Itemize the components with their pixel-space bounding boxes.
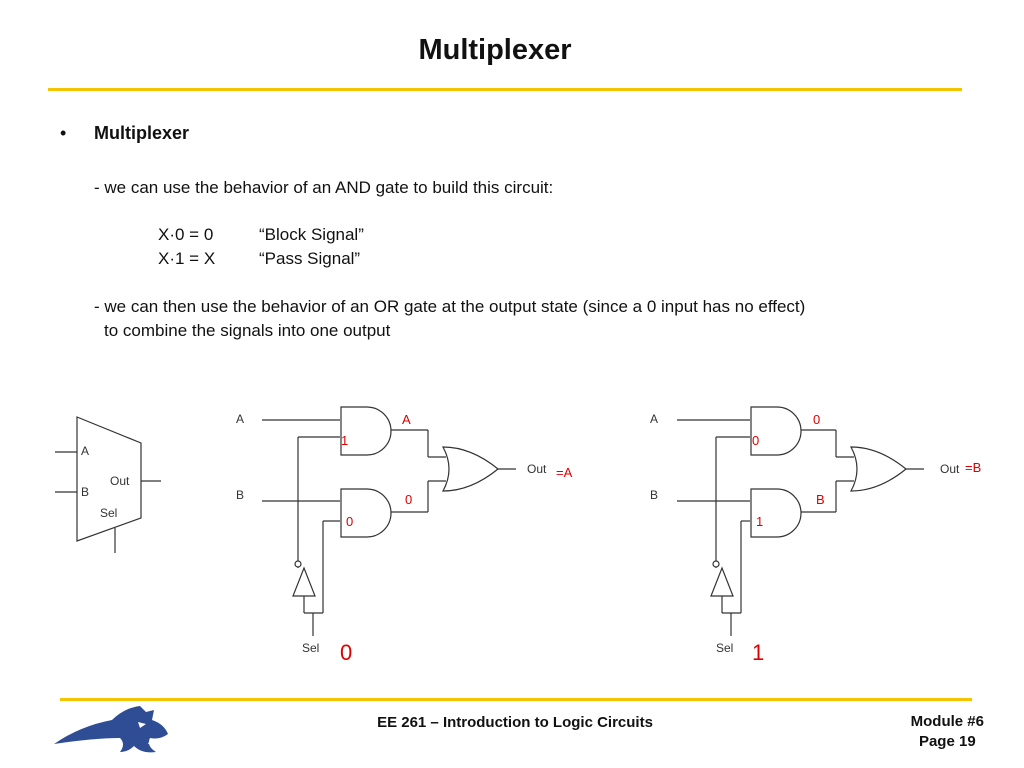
left-sel-value: 0 xyxy=(340,640,352,665)
equation-block-note: “Block Signal” xyxy=(259,225,364,244)
or-gate-left xyxy=(442,446,499,492)
left-out-label: Out xyxy=(527,462,547,476)
left-and-top-output-value: A xyxy=(402,412,411,427)
footer-module: Module #6 xyxy=(910,713,984,730)
right-result-value: =B xyxy=(965,460,981,475)
left-sel-label: Sel xyxy=(302,641,319,655)
right-input-a-label: A xyxy=(650,412,658,426)
title-rule xyxy=(48,88,962,91)
left-and-bottom-output-value: 0 xyxy=(405,492,412,507)
left-result-value: =A xyxy=(556,465,573,480)
right-and-top-output-value: 0 xyxy=(813,412,820,427)
right-and-top-sel-value: 0 xyxy=(752,433,759,448)
or-gate-right xyxy=(850,446,907,492)
right-sel-value: 1 xyxy=(752,640,764,665)
left-and-top-sel-value: 1 xyxy=(341,433,348,448)
and-gate-bottom-right xyxy=(750,488,802,538)
footer-page-info: Module #6 Page 19 xyxy=(911,712,984,752)
mux-label-out: Out xyxy=(110,474,130,488)
left-input-a-label: A xyxy=(236,412,244,426)
right-input-b-label: B xyxy=(650,488,658,502)
text-line-and-gate: - we can use the behavior of an AND gate… xyxy=(94,178,554,197)
mux-label-a: A xyxy=(81,444,89,458)
right-out-label: Out xyxy=(940,462,960,476)
text-line-combine: to combine the signals into one output xyxy=(104,321,391,340)
footer-rule xyxy=(60,698,972,701)
mux-label-b: B xyxy=(81,485,89,499)
and-gate-bottom-left xyxy=(340,488,392,538)
mux-label-sel: Sel xyxy=(100,506,117,520)
left-input-b-label: B xyxy=(236,488,244,502)
right-and-bottom-output-value: B xyxy=(816,492,825,507)
circuit-left: A B Out Sel A 1 0 0 =A 0 xyxy=(236,406,573,665)
equation-block: X·0 = 0 xyxy=(158,225,214,244)
slide-title: Multiplexer xyxy=(418,34,572,66)
footer-course-title: EE 261 – Introduction to Logic Circuits xyxy=(377,714,653,731)
circuit-diagrams: A B Out Sel A xyxy=(55,406,981,665)
bullet-marker: • xyxy=(60,123,67,143)
equation-pass-note: “Pass Signal” xyxy=(259,249,361,268)
bullet-heading: Multiplexer xyxy=(94,123,190,143)
bobcat-logo-icon xyxy=(54,706,168,753)
circuit-right: A B Out Sel 0 0 B 1 =B 1 xyxy=(650,406,981,665)
right-sel-label: Sel xyxy=(716,641,733,655)
left-and-bottom-sel-value: 0 xyxy=(346,514,353,529)
right-and-bottom-sel-value: 1 xyxy=(756,514,763,529)
equation-pass: X·1 = X xyxy=(158,249,216,268)
text-line-or-gate: - we can then use the behavior of an OR … xyxy=(94,297,806,316)
and-gate-top-left xyxy=(340,406,392,456)
mux-symbol xyxy=(55,416,161,553)
footer-page-number: Page 19 xyxy=(918,733,976,750)
